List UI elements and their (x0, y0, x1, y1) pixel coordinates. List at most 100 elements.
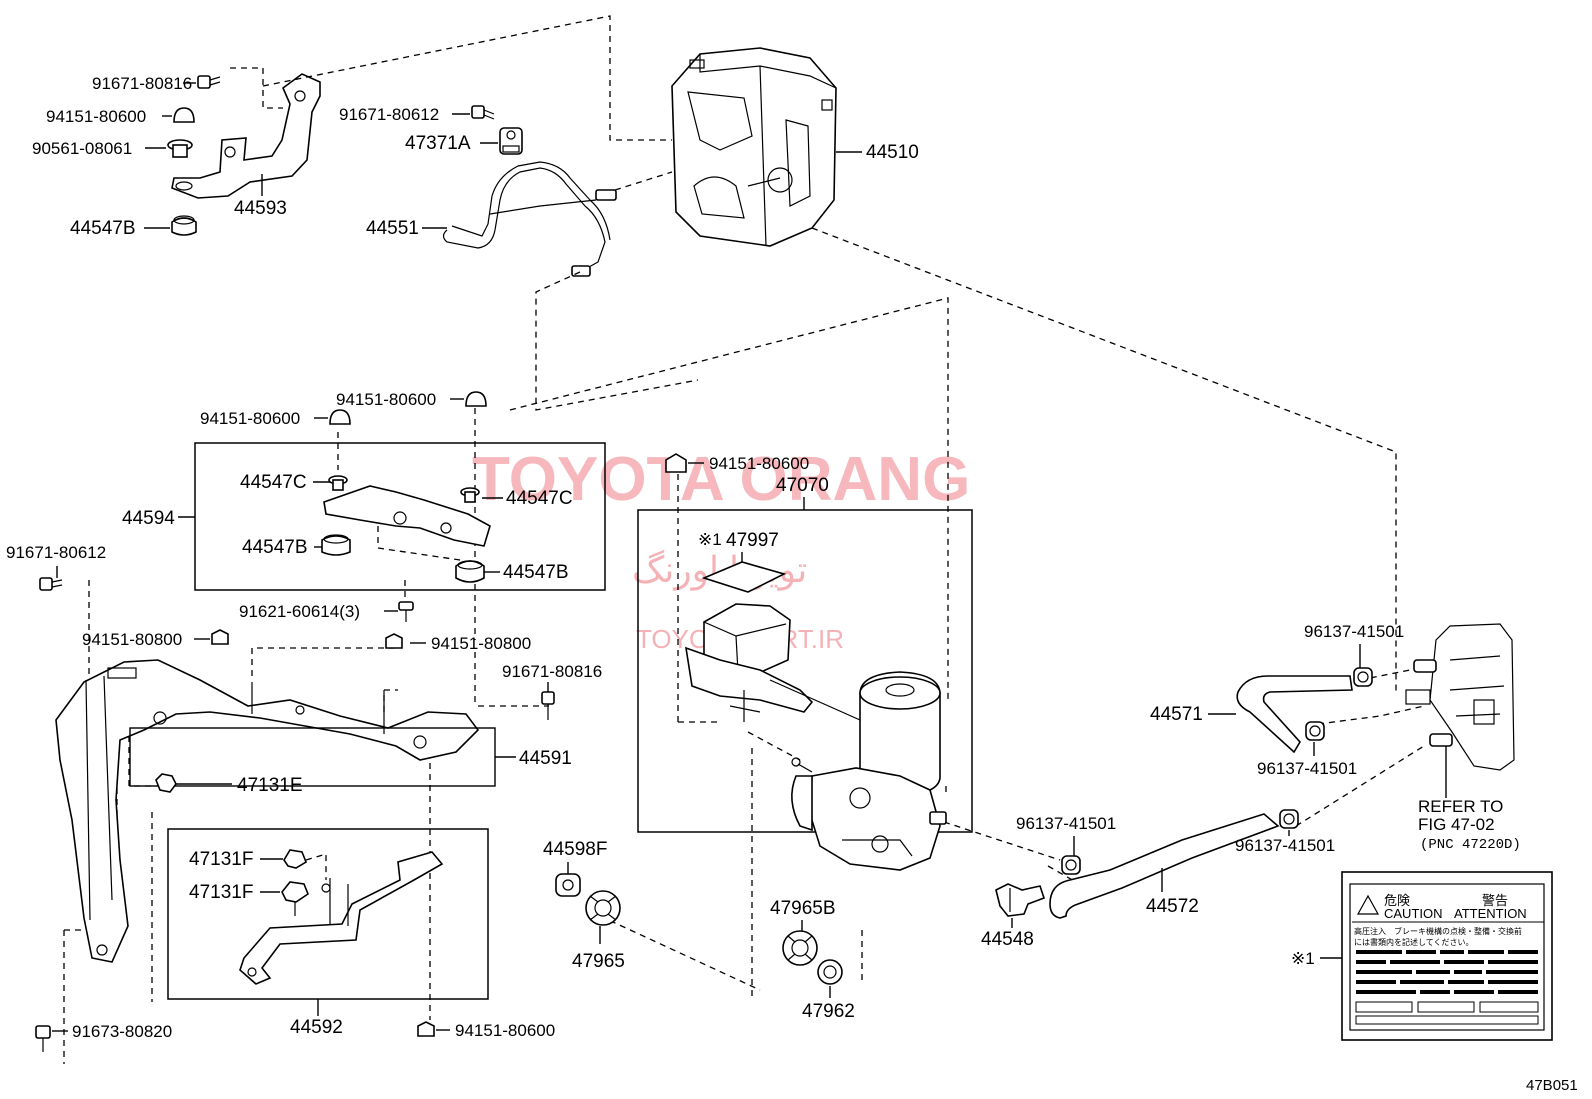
label-91671-80816-top: 91671-80816 (92, 74, 192, 93)
bolt-icon (197, 75, 221, 89)
hose-clip-icon (1353, 667, 1373, 687)
label-47965: 47965 (572, 951, 625, 972)
label-44571: 44571 (1150, 704, 1203, 725)
label-94151-80600-center: 94151-80600 (709, 454, 809, 473)
label-47962: 47962 (802, 1001, 855, 1022)
collar-icon (328, 475, 348, 491)
grommet-icon (167, 139, 193, 158)
label-note-mark: ※1 (1291, 949, 1315, 968)
hoses-group: 44571 96137-41501 96137-41501 REFER TO F… (981, 622, 1521, 950)
grommet-44598F-icon (555, 873, 581, 897)
hose-clip-icon (1061, 855, 1081, 875)
cap-nut-icon (465, 391, 487, 407)
label-94151-80800-right: 94151-80800 (431, 634, 531, 653)
label-96137-41501-d: 96137-41501 (1235, 836, 1335, 855)
flange-nut-icon (385, 633, 403, 649)
caution-kanji-right: 警告 (1482, 893, 1508, 908)
bracket-44593 (171, 73, 321, 199)
label-96137-41501-b: 96137-41501 (1257, 759, 1357, 778)
label-47371A: 47371A (405, 133, 471, 154)
label-44548: 44548 (981, 929, 1034, 950)
clamp-icon (499, 127, 523, 155)
caution-jp-line1: 高圧注入 ブレーキ機構の点検・整備・交換前 (1354, 926, 1522, 936)
bracket-44592 (239, 851, 444, 985)
watermark-line2: تویوتا اورنگ (632, 549, 807, 591)
tube-44551-group: 91671-80612 47371A 44551 (339, 105, 617, 277)
label-91621-60614: 91621-60614(3) (239, 602, 360, 621)
bolt-icon (471, 105, 495, 120)
label-47131F-a: 47131F (189, 849, 253, 870)
cushion-icon (321, 534, 351, 556)
cushion-47965-icon (585, 890, 621, 926)
label-47997: 47997 (726, 530, 779, 551)
box-44592 (167, 828, 489, 1000)
label-47997-mark: ※1 (698, 530, 722, 549)
label-91671-80612-left: 91671-80612 (6, 543, 106, 562)
box-47070 (637, 509, 973, 833)
pump-47070-group: 94151-80600 47070 ※1 47997 (637, 453, 973, 1022)
label-44572: 44572 (1146, 896, 1199, 917)
bracket-44591-group: 91671-80612 91621-60614(3) 94151-80800 9… (6, 543, 602, 963)
label-94151-80600-mid1: 94151-80600 (200, 409, 300, 428)
hose-clip-icon (1305, 721, 1325, 741)
bushing-47962-icon (817, 959, 843, 985)
cap-nut-icon (665, 453, 687, 473)
label-44547C-left: 44547C (240, 472, 307, 493)
label-44547B-top: 44547B (70, 218, 136, 239)
label-94151-80600-top: 94151-80600 (46, 107, 146, 126)
cap-94151-bottom-group: 94151-80600 (417, 1021, 555, 1040)
label-96137-41501-c: 96137-41501 (1016, 814, 1116, 833)
clip-47131F-icon (283, 849, 307, 869)
label-94151-80600-mid2: 94151-80600 (336, 390, 436, 409)
label-91671-80612-top: 91671-80612 (339, 105, 439, 124)
label-44547C-right: 44547C (506, 488, 573, 509)
clamp-44548-icon (995, 883, 1046, 917)
hose-44571 (1236, 675, 1353, 754)
brake-pump-motor (685, 603, 947, 871)
brake-tube-44551 (442, 167, 606, 273)
label-91673-80820: 91673-80820 (72, 1022, 172, 1041)
hose-clip-icon (1279, 809, 1299, 829)
label-47965B: 47965B (770, 898, 836, 919)
label-90561-08061: 90561-08061 (32, 139, 132, 158)
label-47131F-b: 47131F (189, 882, 253, 903)
bolt-icon (39, 577, 63, 591)
label-96137-41501-a: 96137-41501 (1304, 622, 1404, 641)
caution-word-attention: ATTENTION (1454, 906, 1527, 921)
cushion-icon (171, 215, 197, 236)
label-47070: 47070 (776, 475, 829, 496)
label-44593: 44593 (234, 198, 287, 219)
label-44591: 44591 (519, 748, 572, 769)
caution-word-caution: CAUTION (1384, 906, 1443, 921)
cap-nut-icon (417, 1021, 435, 1037)
caution-kanji-left: 危険 (1384, 893, 1410, 908)
actuator-44510-group: 44510 (671, 47, 919, 247)
label-44547B-left: 44547B (242, 537, 308, 558)
bracket-44592-group: 47131F 47131F 44592 (167, 828, 489, 1038)
caution-fine-print (1356, 950, 1538, 994)
label-94151-80600-bottom: 94151-80600 (455, 1021, 555, 1040)
label-refer-line1: REFER TO (1418, 797, 1503, 816)
bolt-91673-group: 91673-80820 (35, 1022, 172, 1052)
brake-actuator-44510 (671, 47, 837, 247)
clip-47131E-icon (155, 773, 177, 793)
bolt-icon (541, 691, 555, 720)
reservoir-outline (1405, 623, 1515, 771)
cushion-47965B-icon (782, 930, 818, 966)
watermark: TOYOTA ORANG تویوتا اورنگ TOYOTAMART.IR (472, 445, 970, 654)
label-44594: 44594 (122, 508, 175, 529)
bolt-icon (35, 1025, 51, 1052)
label-44592: 44592 (290, 1017, 343, 1038)
label-91671-80816-mid: 91671-80816 (502, 662, 602, 681)
watermark-line1: TOYOTA ORANG (472, 445, 970, 514)
insulator-group: 44598F 47965 (543, 839, 625, 972)
flange-nut-icon (211, 629, 229, 645)
caution-jp-line2: には書類内を記述してください。 (1354, 937, 1474, 947)
label-44547B-right: 44547B (503, 562, 569, 583)
mount-bracket (55, 659, 480, 963)
screw-icon (398, 601, 414, 622)
dashed-lines (63, 15, 1425, 1064)
caution-label-detail: ※1 危険 警告 CAUTION ATTENTION 高圧注入 ブレーキ機構の点… (1291, 871, 1553, 1041)
label-refer-line2: FIG 47-02 (1418, 815, 1495, 834)
